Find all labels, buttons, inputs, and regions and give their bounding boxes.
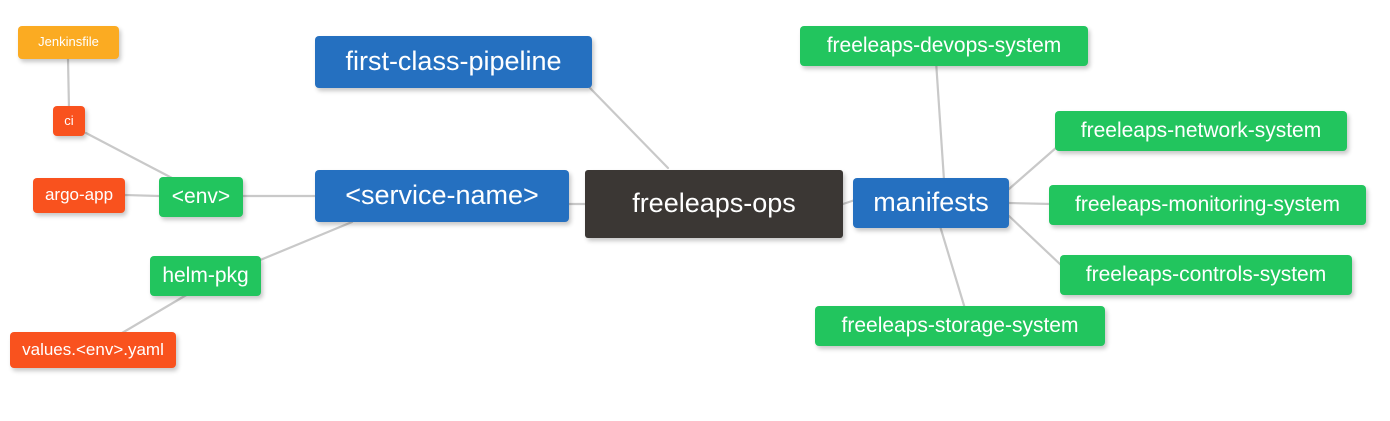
- node-jenkinsfile[interactable]: Jenkinsfile: [18, 26, 119, 59]
- node-freeleaps-controls-system[interactable]: freeleaps-controls-system: [1060, 255, 1352, 295]
- node-env[interactable]: <env>: [159, 177, 243, 217]
- edge-manifests-monitoring: [1007, 201, 1053, 206]
- node-helm-pkg[interactable]: helm-pkg: [150, 256, 261, 296]
- node-ci[interactable]: ci: [53, 106, 85, 136]
- edge-pipeline-root: [588, 86, 670, 170]
- edge-manifests-devops: [934, 59, 946, 182]
- edge-manifests-network: [1007, 145, 1059, 191]
- node-manifests[interactable]: manifests: [853, 178, 1009, 228]
- node-freeleaps-monitoring-system[interactable]: freeleaps-monitoring-system: [1049, 185, 1366, 225]
- edge-env-ci: [84, 131, 174, 180]
- edge-env-argo-app: [122, 193, 161, 198]
- node-service-name[interactable]: <service-name>: [315, 170, 569, 222]
- edge-manifests-storage: [938, 224, 968, 314]
- edge-helm-pkg-values: [120, 292, 190, 335]
- node-freeleaps-devops-system[interactable]: freeleaps-devops-system: [800, 26, 1088, 66]
- node-first-class-pipeline[interactable]: first-class-pipeline: [315, 36, 592, 88]
- node-freeleaps-network-system[interactable]: freeleaps-network-system: [1055, 111, 1347, 151]
- node-freeleaps-ops[interactable]: freeleaps-ops: [585, 170, 843, 238]
- edge-ci-jenkinsfile: [66, 57, 71, 111]
- node-freeleaps-storage-system[interactable]: freeleaps-storage-system: [815, 306, 1105, 346]
- edge-service-name-helm-pkg: [251, 220, 354, 265]
- node-values-env-yaml[interactable]: values.<env>.yaml: [10, 332, 176, 368]
- node-argo-app[interactable]: argo-app: [33, 178, 125, 213]
